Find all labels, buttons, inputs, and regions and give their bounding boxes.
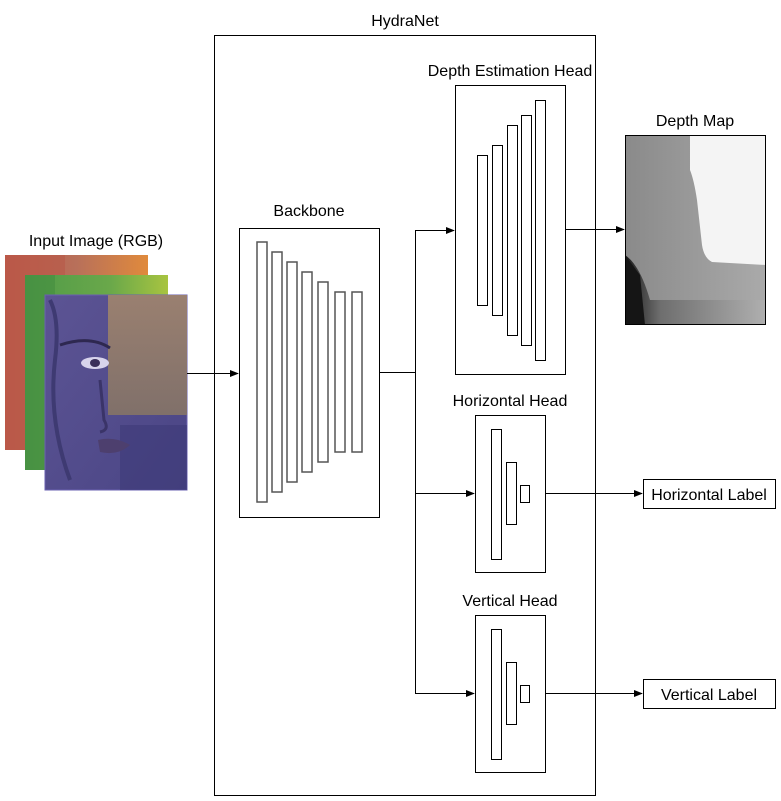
horizontal-head-label: Horizontal Head: [453, 393, 568, 410]
vertical-label-text: Vertical Label: [661, 687, 757, 704]
vertical-head-layer: [491, 629, 502, 760]
horizontal-head-layer: [506, 462, 517, 525]
horizontal-label-output: Horizontal Label: [643, 479, 776, 509]
depth-map-label: Depth Map: [656, 113, 734, 130]
backbone-layer: [286, 261, 298, 483]
depth-map-output: Depth Map: [625, 113, 766, 325]
depth-head-layer: [535, 100, 546, 361]
horizontal-head-layer: [491, 429, 502, 560]
vertical-head-layer: [520, 685, 530, 703]
depth-head-layer: [521, 115, 532, 346]
backbone-layer: [301, 271, 313, 473]
connectors: [187, 225, 643, 698]
vertical-label-output: Vertical Label: [643, 679, 776, 709]
horizontal-label-text: Horizontal Label: [651, 487, 767, 504]
input-channel-blue: [44, 294, 188, 491]
horizontal-head-layer: [520, 485, 530, 503]
vertical-head-layer: [506, 662, 517, 725]
vertical-label-box: [643, 679, 776, 709]
depth-head-layer: [477, 155, 488, 306]
vertical-head-label: Vertical Head: [462, 593, 557, 610]
depth-head-layer: [492, 145, 503, 316]
input-image-stack: Input Image (RGB): [5, 233, 188, 491]
backbone-label: Backbone: [273, 203, 344, 220]
backbone-layer: [271, 251, 283, 493]
backbone-block: Backbone: [239, 203, 380, 518]
backbone-layer: [256, 241, 268, 503]
backbone-layer: [351, 291, 363, 453]
backbone-layer: [334, 291, 346, 453]
horizontal-label-box: [643, 479, 776, 509]
hydranet-title: HydraNet: [371, 13, 439, 30]
horizontal-head-block: Horizontal Head: [453, 393, 568, 573]
vertical-head-block: Vertical Head: [462, 593, 558, 773]
depth-head-block: Depth Estimation Head: [428, 63, 593, 375]
depth-head-label: Depth Estimation Head: [428, 63, 593, 80]
depth-head-layer: [507, 125, 518, 336]
input-image-label: Input Image (RGB): [29, 233, 163, 250]
backbone-layer: [317, 281, 329, 463]
